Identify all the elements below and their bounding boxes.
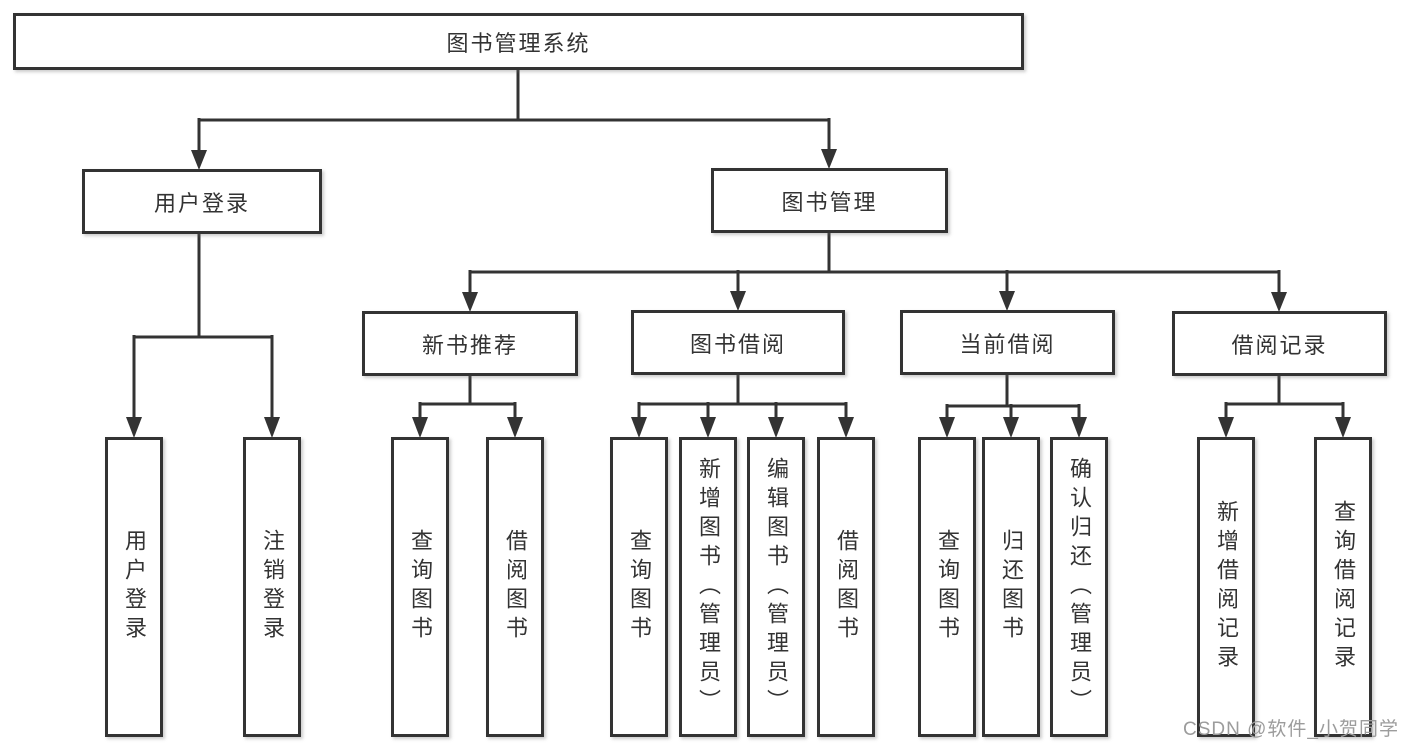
leaf-borrow-books-borrowing: 借阅图书 (817, 437, 875, 737)
arrowhead (939, 417, 955, 438)
arrowhead (838, 417, 854, 438)
leaf-borrow-books-recommend: 借阅图书 (486, 437, 544, 737)
leaf-add-borrow-record: 新增借阅记录 (1197, 437, 1255, 737)
edges-current-to-leaves (939, 375, 1087, 438)
leaf-label: 归还图书 (999, 529, 1024, 645)
leaf-label: 确认归还（管理员） (1067, 456, 1092, 718)
leaf-label: 查询图书 (935, 529, 960, 645)
node-label: 图书借阅 (689, 331, 786, 357)
leaf-logout: 注销登录 (243, 437, 301, 737)
node-user-login: 用户登录 (82, 169, 322, 234)
leaf-label: 借阅图书 (503, 529, 528, 645)
leaf-label: 新增借阅记录 (1214, 500, 1239, 674)
node-label: 图书管理 (781, 189, 878, 215)
arrowhead (1218, 417, 1234, 438)
node-label: 用户登录 (153, 190, 250, 216)
edges-user-login-to-leaves (126, 233, 280, 438)
edges-records-to-leaves (1218, 375, 1351, 438)
node-label: 新书推荐 (421, 332, 518, 358)
arrowhead (1071, 417, 1087, 438)
edges-book-management-to-level3 (462, 232, 1287, 312)
node-library-management-system: 图书管理系统 (13, 13, 1024, 70)
leaf-edit-books-admin: 编辑图书（管理员） (747, 437, 805, 737)
leaf-label: 新增图书（管理员） (696, 456, 721, 718)
leaf-label: 借阅图书 (834, 529, 859, 645)
node-new-book-recommendation: 新书推荐 (362, 311, 578, 376)
leaf-label: 查询图书 (627, 529, 652, 645)
arrowhead (1003, 417, 1019, 438)
arrowhead (462, 292, 478, 312)
arrowhead (1335, 417, 1351, 438)
watermark: CSDN @软件_小贺同学 (1183, 719, 1399, 740)
arrowhead (700, 417, 716, 438)
arrowhead (1271, 292, 1287, 312)
node-label: 图书管理系统 (446, 30, 591, 56)
leaf-user-login: 用户登录 (105, 437, 163, 737)
arrowhead (412, 417, 428, 438)
arrowhead (126, 417, 142, 438)
arrowhead (730, 291, 746, 311)
leaf-label: 注销登录 (260, 529, 285, 645)
leaf-query-borrow-record: 查询借阅记录 (1314, 437, 1372, 737)
leaf-label: 用户登录 (122, 529, 147, 645)
arrowhead (264, 417, 280, 438)
leaf-confirm-return-admin: 确认归还（管理员） (1050, 437, 1108, 737)
leaf-add-books-admin: 新增图书（管理员） (679, 437, 737, 737)
leaf-label: 编辑图书（管理员） (764, 456, 789, 718)
leaf-label: 查询图书 (408, 529, 433, 645)
leaf-query-books-borrowing: 查询图书 (610, 437, 668, 737)
node-book-borrowing: 图书借阅 (631, 310, 845, 375)
edges-root-to-level2 (191, 69, 837, 170)
arrowhead (999, 291, 1015, 311)
edges-recommendation-to-leaves (412, 375, 523, 438)
arrowhead (821, 149, 837, 169)
leaf-return-books: 归还图书 (982, 437, 1040, 737)
leaf-query-books-recommend: 查询图书 (391, 437, 449, 737)
arrowhead (507, 417, 523, 438)
node-current-borrowing: 当前借阅 (900, 310, 1115, 375)
arrowhead (191, 150, 207, 170)
node-label: 借阅记录 (1231, 332, 1328, 358)
arrowhead (631, 417, 647, 438)
node-label: 当前借阅 (959, 331, 1056, 357)
edges-borrowing-to-leaves (631, 375, 854, 438)
node-borrowing-records: 借阅记录 (1172, 311, 1387, 376)
leaf-query-books-current: 查询图书 (918, 437, 976, 737)
arrowhead (768, 417, 784, 438)
leaf-label: 查询借阅记录 (1331, 500, 1356, 674)
node-book-management: 图书管理 (711, 168, 948, 233)
